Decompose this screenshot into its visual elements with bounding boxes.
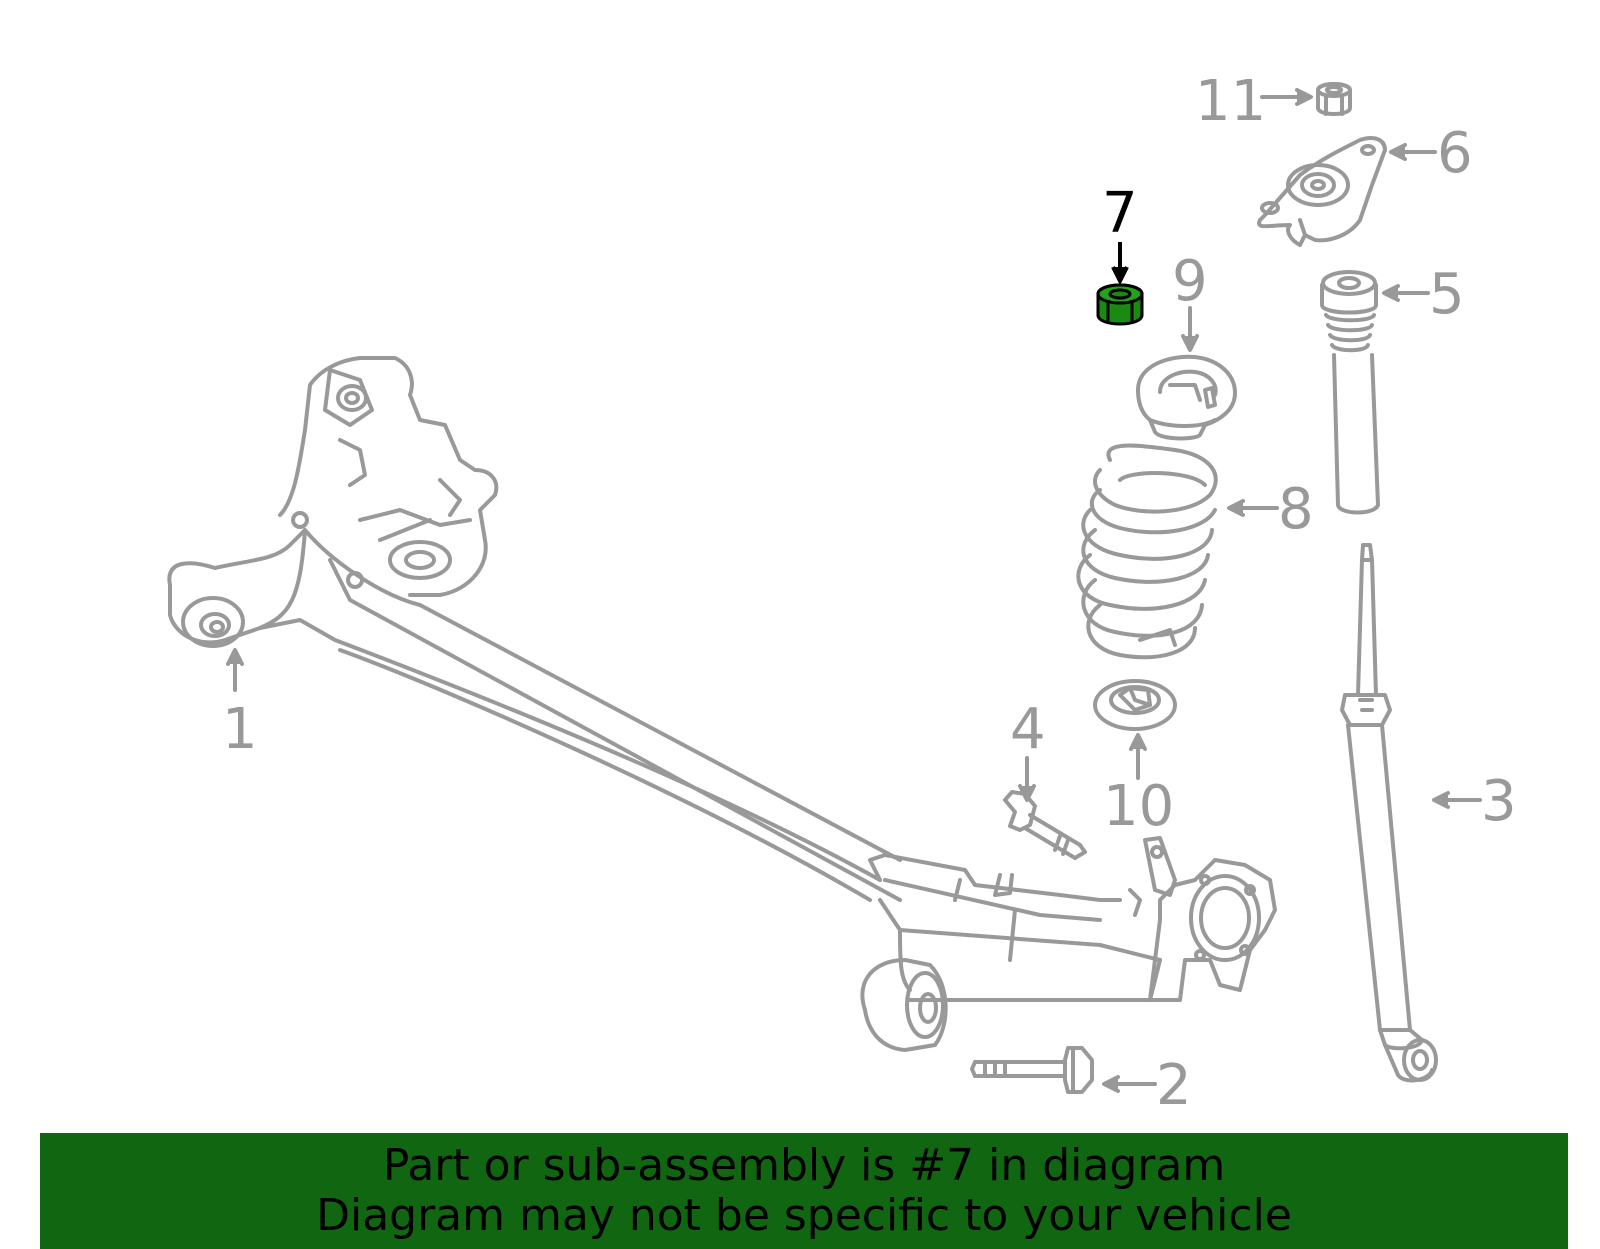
bump-stop-part-5: [1320, 270, 1380, 515]
callout-3[interactable]: 3: [1481, 769, 1517, 834]
coil-spring-part-8: [1076, 443, 1218, 660]
callout-7[interactable]: 7: [1102, 181, 1138, 246]
callout-9[interactable]: 9: [1172, 249, 1208, 314]
upper-mount-part-6: [1257, 136, 1387, 247]
upper-spring-seat-part-9: [1136, 354, 1237, 441]
callout-4[interactable]: 4: [1010, 697, 1046, 762]
banner-line-1: Part or sub-assembly is #7 in diagram: [382, 1140, 1226, 1191]
bushing-part-7-highlighted[interactable]: [1096, 283, 1144, 326]
nut-part-11: [1316, 82, 1352, 116]
axle-beam-part-1: [167, 356, 1277, 1052]
callout-1[interactable]: 1: [222, 697, 258, 762]
shock-absorber-part-3: [1340, 543, 1438, 1083]
callout-5[interactable]: 5: [1429, 262, 1465, 327]
callout-8[interactable]: 8: [1278, 477, 1314, 542]
leader-arrows: [226, 88, 1482, 1093]
bolt-part-2: [970, 1046, 1094, 1094]
lower-spring-seat-part-10: [1093, 679, 1177, 731]
callout-6[interactable]: 6: [1437, 121, 1473, 186]
info-banner: Part or sub-assembly is #7 in diagram Di…: [40, 1133, 1568, 1249]
leader-arrow-7: [1111, 242, 1129, 286]
callout-10[interactable]: 10: [1103, 774, 1174, 839]
callout-2[interactable]: 2: [1156, 1053, 1192, 1118]
banner-line-2: Diagram may not be specific to your vehi…: [316, 1190, 1292, 1241]
bolt-part-4: [1003, 790, 1087, 860]
callout-11[interactable]: 11: [1195, 69, 1266, 134]
